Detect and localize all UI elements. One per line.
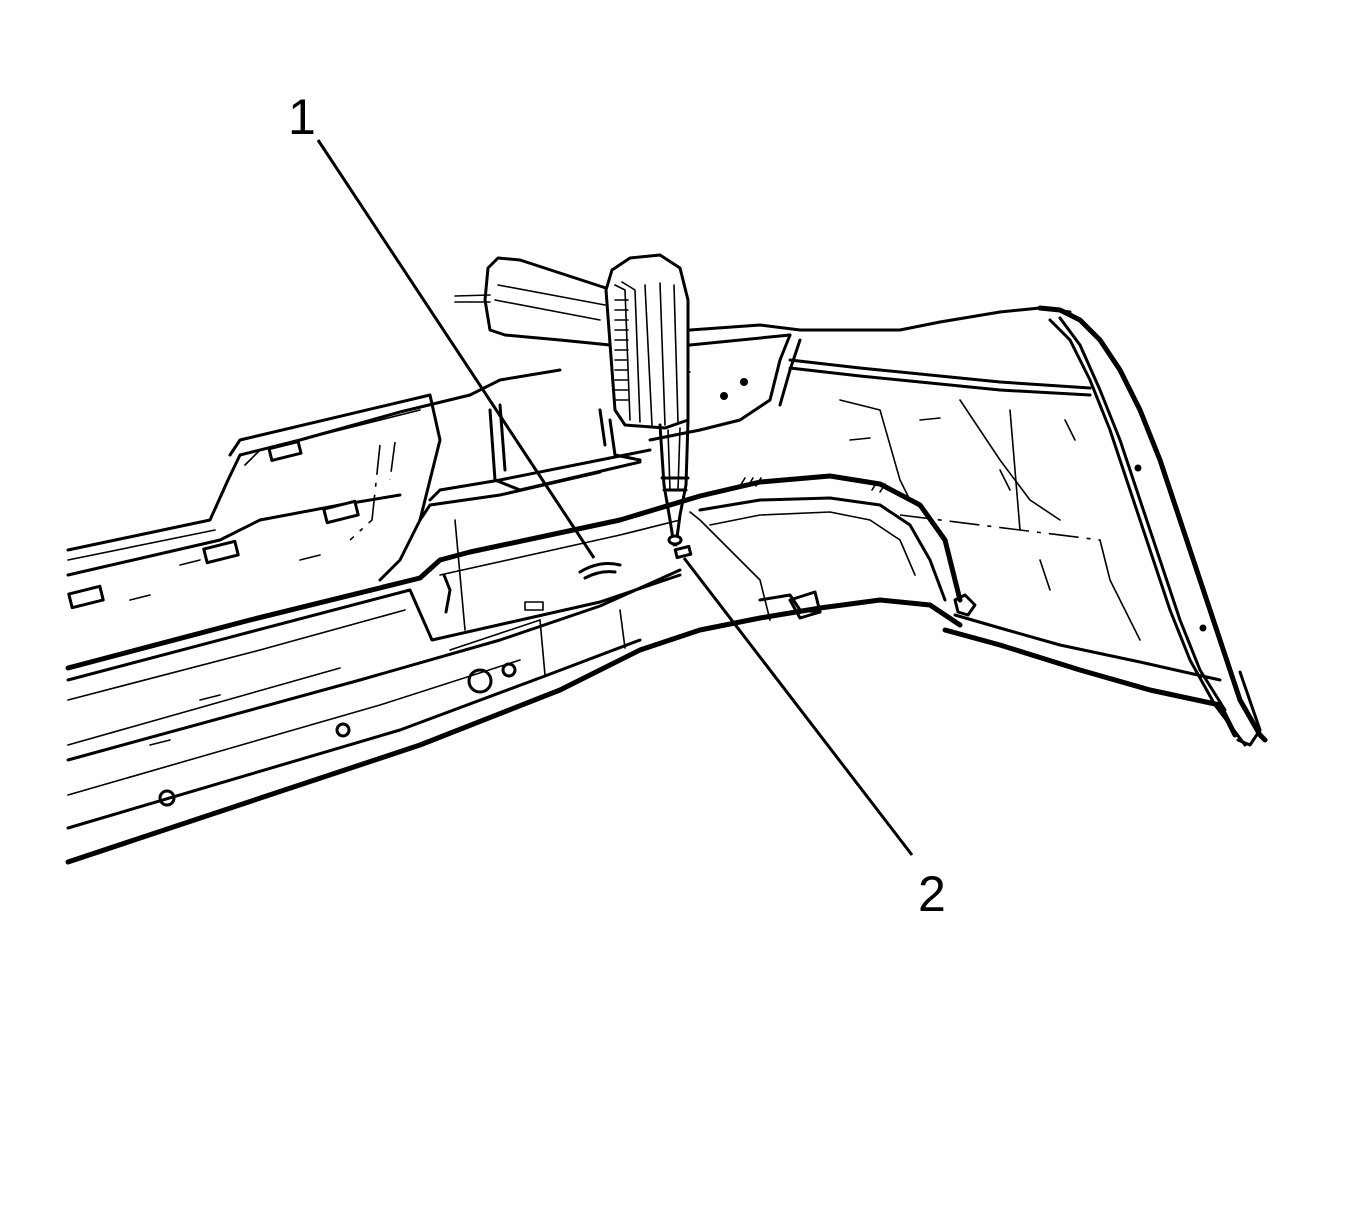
callout-leaders <box>316 139 914 856</box>
leader-line-1 <box>316 139 596 559</box>
leader-line-2 <box>682 557 914 856</box>
heat-gun-tool <box>454 253 690 547</box>
callout-label-1: 1 <box>288 89 316 145</box>
bumper-fascia <box>65 305 1268 865</box>
callout-label-2: 2 <box>918 866 946 922</box>
